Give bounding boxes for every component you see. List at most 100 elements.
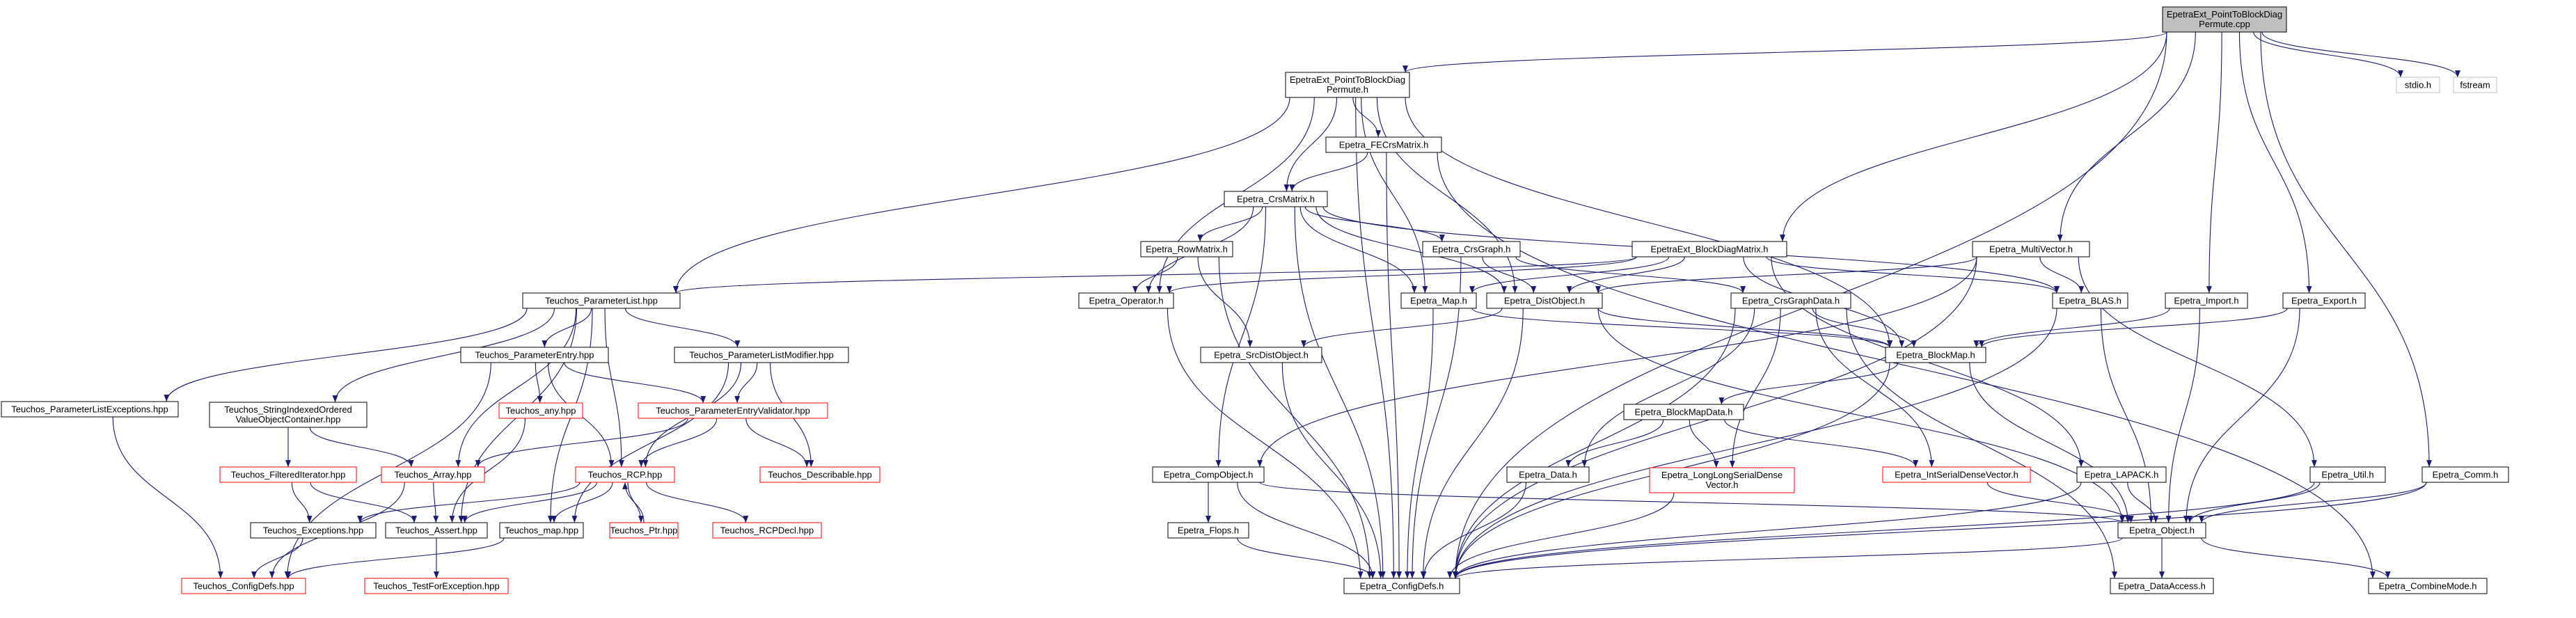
node-label: Epetra_IntSerialDenseVector.h	[1895, 470, 2018, 480]
edge-root-to-stdio	[2253, 31, 2403, 78]
node-filt[interactable]: Teuchos_FilteredIterator.hpp	[219, 466, 357, 483]
node-stdio[interactable]: stdio.h	[2396, 77, 2440, 93]
edge-ptbh-to-dist	[1376, 97, 1518, 294]
node-tfe[interactable]: Teuchos_TestForException.hpp	[364, 578, 509, 594]
node-assert[interactable]: Teuchos_Assert.hpp	[385, 522, 488, 539]
edge-util-to-ecfg	[1453, 482, 2315, 579]
node-srcdist[interactable]: Epetra_SrcDistObject.h	[1200, 347, 1322, 363]
node-fstream[interactable]: fstream	[2453, 77, 2497, 93]
node-rowm[interactable]: Epetra_RowMatrix.h	[1140, 241, 1233, 258]
edge-dist-to-ecfg	[1420, 308, 1524, 579]
node-comm[interactable]: Epetra_Comm.h	[2421, 466, 2509, 483]
node-label: Epetra_RowMatrix.h	[1146, 244, 1228, 255]
node-cmode[interactable]: Epetra_CombineMode.h	[2368, 578, 2488, 594]
node-box	[1649, 467, 1795, 493]
edge-blas-to-ecfg	[1453, 308, 2057, 579]
edge-obj-to-ecfg	[1453, 537, 2123, 579]
node-label: EpetraExt_BlockDiagMatrix.h	[1650, 244, 1768, 255]
node-crsg[interactable]: Epetra_CrsGraph.h	[1422, 241, 1521, 258]
node-box	[1400, 292, 1477, 309]
node-data[interactable]: Epetra_Data.h	[1506, 466, 1590, 483]
edge-plist-to-plmod	[624, 308, 741, 348]
node-arr[interactable]: Teuchos_Array.hpp	[381, 466, 485, 483]
edge-rcp-to-assert	[461, 482, 597, 523]
node-box	[1, 401, 179, 418]
edge-bmd-to-isdv	[1724, 419, 1919, 468]
edge-import-to-bmap	[1973, 308, 2170, 348]
node-flops[interactable]: Epetra_Flops.h	[1167, 522, 1249, 539]
node-crsgd[interactable]: Epetra_CrsGraphData.h	[1730, 292, 1851, 309]
node-any[interactable]: Teuchos_any.hpp	[498, 402, 583, 419]
node-dacc[interactable]: Epetra_DataAccess.h	[2110, 578, 2214, 594]
edge-bmap-to-obj	[1969, 362, 2131, 523]
node-ptr[interactable]: Teuchos_Ptr.hpp	[609, 522, 679, 539]
node-label: Epetra_LAPACK.h	[2085, 470, 2159, 480]
node-isdv[interactable]: Epetra_IntSerialDenseVector.h	[1882, 466, 2031, 483]
node-comp[interactable]: Epetra_CompObject.h	[1152, 466, 1265, 483]
node-pev[interactable]: Teuchos_ParameterEntryValidator.hpp	[638, 402, 828, 419]
node-label: Epetra_CombineMode.h	[2379, 581, 2477, 592]
node-desc[interactable]: Teuchos_Describable.hpp	[759, 466, 880, 483]
node-box	[522, 292, 681, 309]
node-box	[1078, 292, 1174, 309]
edge-oper-to-ecfg	[1167, 308, 1364, 579]
node-box	[2076, 466, 2167, 483]
edge-root-to-export	[2238, 31, 2312, 294]
node-label: Epetra_DataAccess.h	[2118, 581, 2206, 592]
node-map[interactable]: Epetra_Map.h	[1400, 292, 1477, 309]
node-ecfg[interactable]: Epetra_ConfigDefs.h	[1343, 578, 1460, 594]
node-bmd[interactable]: Epetra_BlockMapData.h	[1623, 404, 1744, 420]
node-export[interactable]: Epetra_Export.h	[2282, 292, 2366, 309]
node-box	[1167, 522, 1249, 539]
node-label: Epetra_Data.h	[1519, 470, 1577, 480]
edge-ptbh-to-bmap	[1405, 97, 1893, 348]
node-util[interactable]: Epetra_Util.h	[2309, 466, 2386, 483]
node-label: Epetra_DistObject.h	[1504, 296, 1585, 306]
node-box	[2117, 522, 2206, 539]
edge-bdm-to-blas	[1766, 256, 2060, 294]
node-bdm[interactable]: EpetraExt_BlockDiagMatrix.h	[1631, 241, 1787, 258]
node-tcfg[interactable]: Teuchos_ConfigDefs.hpp	[181, 578, 306, 594]
node-sio[interactable]: Teuchos_StringIndexedOrderedValueObjectC…	[209, 402, 368, 428]
node-dist[interactable]: Epetra_DistObject.h	[1486, 292, 1603, 309]
edge-crsm-to-ecfg	[1294, 206, 1386, 579]
node-crsm[interactable]: Epetra_CrsMatrix.h	[1224, 191, 1328, 207]
node-obj[interactable]: Epetra_Object.h	[2117, 522, 2206, 539]
node-label: Epetra_BLAS.h	[2059, 296, 2121, 306]
node-box	[1623, 404, 1744, 420]
node-fecrs[interactable]: Epetra_FECrsMatrix.h	[1325, 136, 1442, 153]
node-box	[1152, 466, 1265, 483]
node-oper[interactable]: Epetra_Operator.h	[1078, 292, 1174, 309]
node-box	[1325, 136, 1442, 153]
edge-crsm-to-map	[1299, 206, 1417, 294]
node-label: Teuchos_ConfigDefs.hpp	[193, 581, 294, 592]
node-plist[interactable]: Teuchos_ParameterList.hpp	[522, 292, 681, 309]
node-label: Permute.h	[1327, 84, 1368, 95]
edge-crsg-to-crsgd	[1515, 256, 1746, 294]
node-rcp[interactable]: Teuchos_RCP.hpp	[575, 466, 675, 483]
node-bmap[interactable]: Epetra_BlockMap.h	[1885, 347, 1986, 363]
node-texc[interactable]: Teuchos_Exceptions.hpp	[250, 522, 377, 539]
node-label: Teuchos_Ptr.hpp	[610, 525, 678, 536]
node-label: Epetra_MultiVector.h	[1989, 244, 2073, 255]
node-lapack[interactable]: Epetra_LAPACK.h	[2076, 466, 2167, 483]
node-mvec[interactable]: Epetra_MultiVector.h	[1972, 241, 2090, 258]
node-rcpdecl[interactable]: Teuchos_RCPDecl.hpp	[712, 522, 822, 539]
node-tmap[interactable]: Teuchos_map.hpp	[499, 522, 584, 539]
node-plexc[interactable]: Teuchos_ParameterListExceptions.hpp	[1, 401, 179, 418]
node-blas[interactable]: Epetra_BLAS.h	[2052, 292, 2128, 309]
node-box	[1224, 191, 1328, 207]
node-pentry[interactable]: Teuchos_ParameterEntry.hpp	[460, 347, 609, 363]
node-import[interactable]: Epetra_Import.h	[2165, 292, 2248, 309]
node-plmod[interactable]: Teuchos_ParameterListModifier.hpp	[674, 347, 849, 363]
edge-crsgd-to-dacc	[1846, 308, 2117, 579]
edge-blas-to-obj	[2100, 308, 2154, 523]
edge-crsg-to-dist	[1482, 256, 1537, 294]
edge-bmd-to-llsdv	[1689, 419, 1719, 468]
node-label: Teuchos_map.hpp	[505, 525, 578, 536]
node-label: Epetra_CrsMatrix.h	[1237, 194, 1315, 205]
node-label: Epetra_CompObject.h	[1164, 470, 1254, 480]
